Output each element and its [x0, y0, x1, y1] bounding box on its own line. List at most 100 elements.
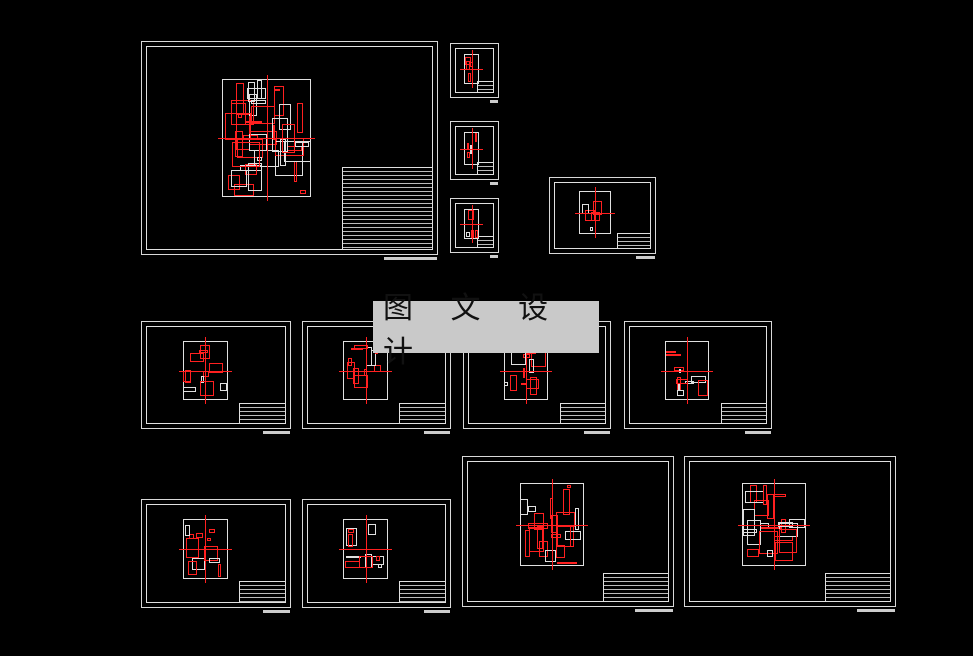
- drawing-element: [199, 345, 210, 359]
- part-outline: [464, 132, 479, 165]
- drawing-element: [245, 120, 263, 124]
- drawing-sheet[interactable]: [141, 41, 438, 260]
- drawing-sheet[interactable]: [549, 177, 656, 259]
- part-outline: [343, 340, 388, 401]
- drawing-sheet[interactable]: [450, 198, 499, 258]
- sheet-label: [636, 256, 655, 259]
- center-line: [660, 370, 714, 372]
- drawing-element: [466, 152, 471, 158]
- drawing-element: [199, 349, 209, 353]
- drawing-element: [185, 525, 191, 536]
- drawing-sheet[interactable]: [624, 321, 772, 434]
- title-block: [477, 236, 494, 248]
- drawing-element: [284, 140, 311, 162]
- watermark: 图 文 设 计: [373, 291, 599, 370]
- title-block: [477, 81, 494, 93]
- drawing-element: [230, 170, 248, 187]
- drawing-element: [191, 557, 205, 570]
- drawing-element: [187, 561, 197, 575]
- drawing-element: [533, 512, 544, 531]
- drawing-sheet[interactable]: [684, 456, 896, 612]
- drawing-element: [467, 210, 474, 220]
- center-line: [205, 515, 206, 583]
- center-line: [499, 370, 553, 372]
- drawing-element: [235, 82, 244, 114]
- title-block: [616, 233, 651, 249]
- drawing-sheet[interactable]: [450, 121, 499, 185]
- sheet-label: [635, 609, 673, 612]
- drawing-element: [353, 345, 369, 350]
- drawing-element: [562, 488, 571, 515]
- title-block: [477, 162, 494, 175]
- drawing-element: [556, 545, 566, 558]
- drawing-element: [219, 382, 227, 391]
- center-line: [774, 479, 776, 571]
- drawing-element: [186, 537, 199, 558]
- drawing-element: [474, 230, 478, 238]
- center-line: [471, 128, 473, 169]
- drawing-element: [678, 383, 681, 392]
- drawing-element: [698, 379, 709, 396]
- sheet-border: [455, 48, 494, 93]
- drawing-element: [184, 370, 192, 384]
- drawing-element: [762, 484, 768, 506]
- drawing-sheet[interactable]: [302, 499, 451, 613]
- sheet-border: [467, 461, 669, 602]
- drawing-sheet[interactable]: [141, 321, 291, 434]
- sheet-border: [455, 126, 494, 175]
- drawing-element: [189, 534, 194, 539]
- center-line: [339, 370, 392, 372]
- center-line: [460, 68, 483, 70]
- drawing-element: [538, 540, 548, 558]
- drawing-element: [767, 493, 775, 520]
- center-line: [460, 223, 483, 225]
- sheet-border: [629, 326, 767, 424]
- drawing-element: [190, 353, 205, 362]
- drawing-element: [743, 509, 755, 536]
- center-line: [594, 187, 596, 238]
- center-line: [574, 212, 615, 214]
- sheet-border: [307, 504, 446, 603]
- center-line: [339, 549, 392, 551]
- drawing-element: [274, 141, 303, 177]
- drawing-element: [510, 375, 518, 392]
- drawing-element: [778, 528, 798, 553]
- center-line: [552, 479, 554, 571]
- sheet-label: [423, 610, 450, 613]
- drawing-element: [245, 164, 257, 175]
- part-outline: [664, 340, 710, 401]
- center-line: [365, 515, 367, 583]
- center-line: [266, 75, 268, 202]
- drawing-element: [204, 545, 218, 561]
- drawing-element: [522, 367, 525, 379]
- drawing-element: [294, 161, 297, 182]
- drawing-element: [295, 142, 310, 147]
- drawing-element: [766, 549, 773, 558]
- drawing-sheet[interactable]: [462, 456, 674, 612]
- drawing-sheet[interactable]: [463, 321, 611, 434]
- drawing-element: [377, 564, 382, 569]
- drawing-element: [367, 523, 377, 536]
- drawing-element: [353, 367, 359, 384]
- drawing-element: [347, 361, 356, 380]
- drawing-element: [208, 362, 224, 373]
- drawing-element: [464, 57, 471, 65]
- drawing-element: [238, 113, 243, 119]
- drawing-element: [747, 549, 760, 557]
- drawing-sheet[interactable]: [141, 499, 291, 613]
- sheet-label: [383, 257, 437, 260]
- sheet-border: [146, 504, 286, 603]
- drawing-element: [550, 515, 559, 533]
- center-line: [471, 49, 473, 88]
- drawing-element: [466, 231, 470, 237]
- part-outline: [343, 519, 388, 579]
- drawing-element: [200, 381, 214, 397]
- center-line: [471, 204, 473, 243]
- sheet-label: [489, 182, 498, 185]
- center-line: [365, 336, 367, 405]
- center-line: [460, 148, 483, 150]
- drawing-sheet[interactable]: [302, 321, 451, 434]
- drawing-sheet[interactable]: [450, 43, 499, 103]
- drawing-element: [272, 117, 288, 152]
- sheet-label: [489, 100, 498, 103]
